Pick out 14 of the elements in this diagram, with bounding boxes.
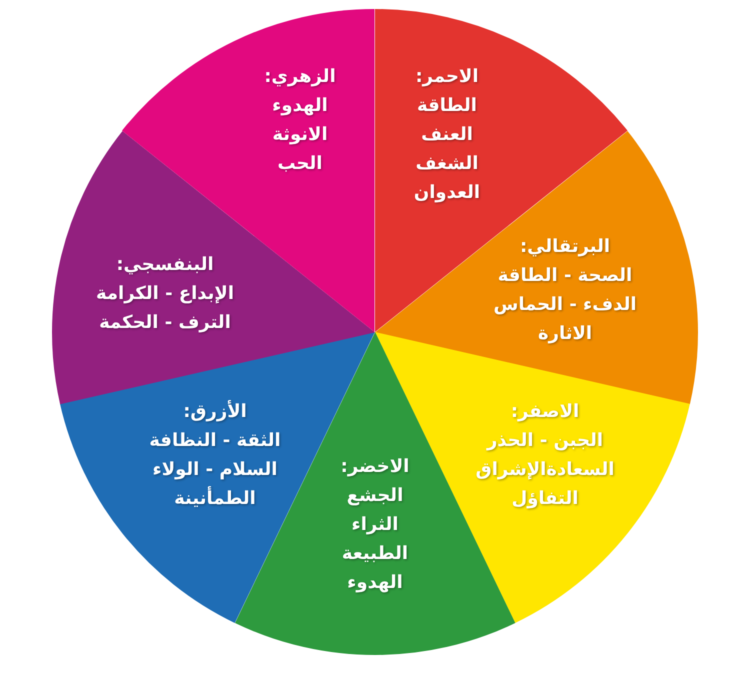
meaning-list: الهدوء الانوثة الحب (260, 91, 340, 178)
color-name: البنفسجي: (115, 252, 215, 277)
meaning-list: الثقة - النظافة السلام - الولاء الطمأنينة (134, 426, 295, 513)
meaning-list: الطاقة العنف الشغف العدوان (407, 91, 487, 207)
color-name: الاحمر: (414, 65, 480, 89)
color-name: الاصفر: (510, 400, 580, 424)
color-name: البرتقالي: (518, 234, 612, 259)
meaning-list: الصحة - الطاقة الدفء - الحماس الاثارة (485, 260, 645, 348)
meaning-list: الجشع الثراء الطبيعة الهدوء (330, 481, 420, 597)
color-name: الاخضر: (340, 455, 410, 479)
color-name: الأزرق: (182, 399, 248, 424)
meaning-list: الإبداع - الكرامة الترف - الحكمة (80, 278, 250, 337)
color-name: الزهري: (263, 65, 337, 89)
meaning-list: الجبن - الحذر السعادةالإشراق التفاؤل (462, 426, 628, 513)
